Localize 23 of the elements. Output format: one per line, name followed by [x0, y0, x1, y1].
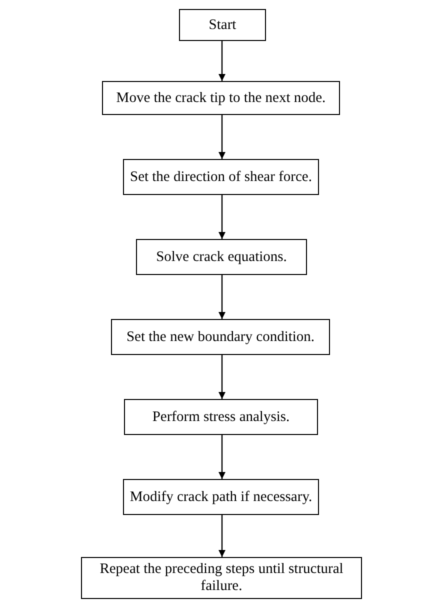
arrow — [218, 275, 226, 319]
step-text: Set the direction of shear force. — [130, 168, 312, 186]
step-text: Perform stress analysis. — [152, 408, 290, 426]
step-text: Modify crack path if necessary. — [130, 488, 312, 506]
arrow — [218, 515, 226, 557]
process-box — [102, 81, 340, 115]
process-box — [81, 557, 362, 599]
process-box — [179, 9, 266, 41]
arrow — [218, 355, 226, 399]
process-box — [136, 239, 307, 275]
step-text: Start — [208, 16, 236, 34]
arrow — [218, 41, 226, 81]
step-text: Move the crack tip to the next node. — [116, 90, 326, 106]
process-box — [111, 319, 330, 355]
arrow — [218, 115, 226, 159]
arrow — [218, 435, 226, 479]
process-box — [123, 159, 319, 195]
step-text: Set the new boundary condition. — [126, 328, 315, 346]
arrow — [218, 195, 226, 239]
process-box — [123, 479, 319, 515]
process-box — [124, 399, 318, 435]
step-text: Solve crack equations. — [156, 248, 287, 266]
step-text: Repeat the preceding steps until structural failure. — [98, 561, 344, 595]
